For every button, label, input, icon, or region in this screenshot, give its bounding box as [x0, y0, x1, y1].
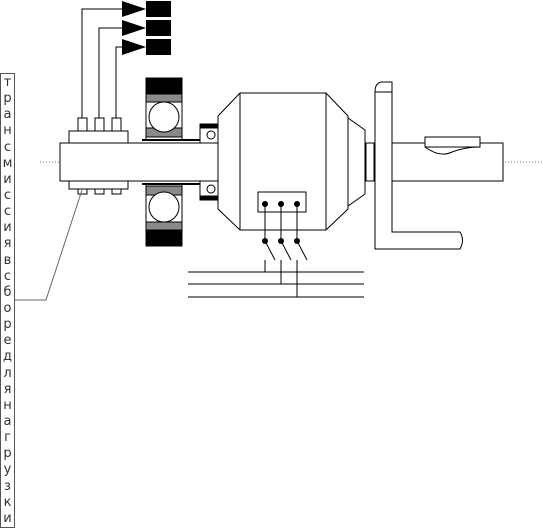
indicator-box-3: [146, 39, 171, 55]
vertical-label-letter: у: [3, 462, 12, 478]
coupling: [365, 142, 375, 182]
vertical-label-letter: к: [3, 494, 12, 510]
arrow-2-icon: [122, 20, 146, 36]
small-bearings: [199, 123, 219, 201]
signal-lines: [81, 8, 122, 118]
vertical-label-letter: м: [2, 155, 13, 171]
vertical-label-letter: з: [4, 478, 11, 494]
vertical-label-letter: о: [3, 300, 12, 316]
vertical-label-letter: б: [3, 284, 12, 300]
motor-housing: [217, 92, 366, 231]
label-leader-line: [15, 189, 83, 301]
vertical-label-letter: с: [3, 204, 12, 220]
terminal-dot-2-icon: [278, 201, 284, 207]
indicator-box-2: [146, 20, 171, 36]
indicator-box-1: [146, 1, 171, 17]
arrow-3-icon: [122, 39, 146, 55]
vertical-label-letter: н: [3, 397, 12, 413]
terminal-dot-1-icon: [262, 201, 268, 207]
arrow-indicators: [122, 1, 171, 55]
vertical-label-letter: а: [3, 107, 12, 123]
slip-ring-collar: [68, 117, 129, 195]
vertical-label-letter: л: [3, 365, 12, 381]
vertical-label-letter: р: [3, 446, 12, 462]
vertical-label-letter: с: [3, 139, 12, 155]
vertical-label-letter: г: [4, 430, 11, 446]
vertical-label-letter: я: [3, 381, 12, 397]
lower-bearing: [142, 183, 200, 247]
vertical-label-letter: и: [3, 220, 12, 236]
arrow-1-icon: [122, 1, 146, 17]
vertical-label-letter: и: [3, 171, 12, 187]
upper-bearing: [142, 77, 200, 141]
vertical-label-letter: р: [3, 317, 12, 333]
power-bus: [188, 271, 364, 298]
vertical-label-letter: я: [3, 236, 12, 252]
vertical-label-letter: н: [3, 123, 12, 139]
vertical-label-letter: в: [3, 252, 12, 268]
vertical-label-letter: а: [3, 413, 12, 429]
load-bracket: [374, 81, 504, 250]
vertical-label-letter: е: [3, 333, 12, 349]
vertical-label-letter: и: [3, 510, 12, 526]
vertical-label-letter: р: [3, 91, 12, 107]
vertical-label-letter: д: [3, 349, 12, 365]
terminal-dot-3-icon: [294, 201, 300, 207]
vertical-label-letter: с: [3, 187, 12, 203]
vertical-label-letter: т: [3, 75, 12, 90]
vertical-label-letter: с: [3, 268, 12, 284]
terminal-box: [257, 191, 307, 213]
